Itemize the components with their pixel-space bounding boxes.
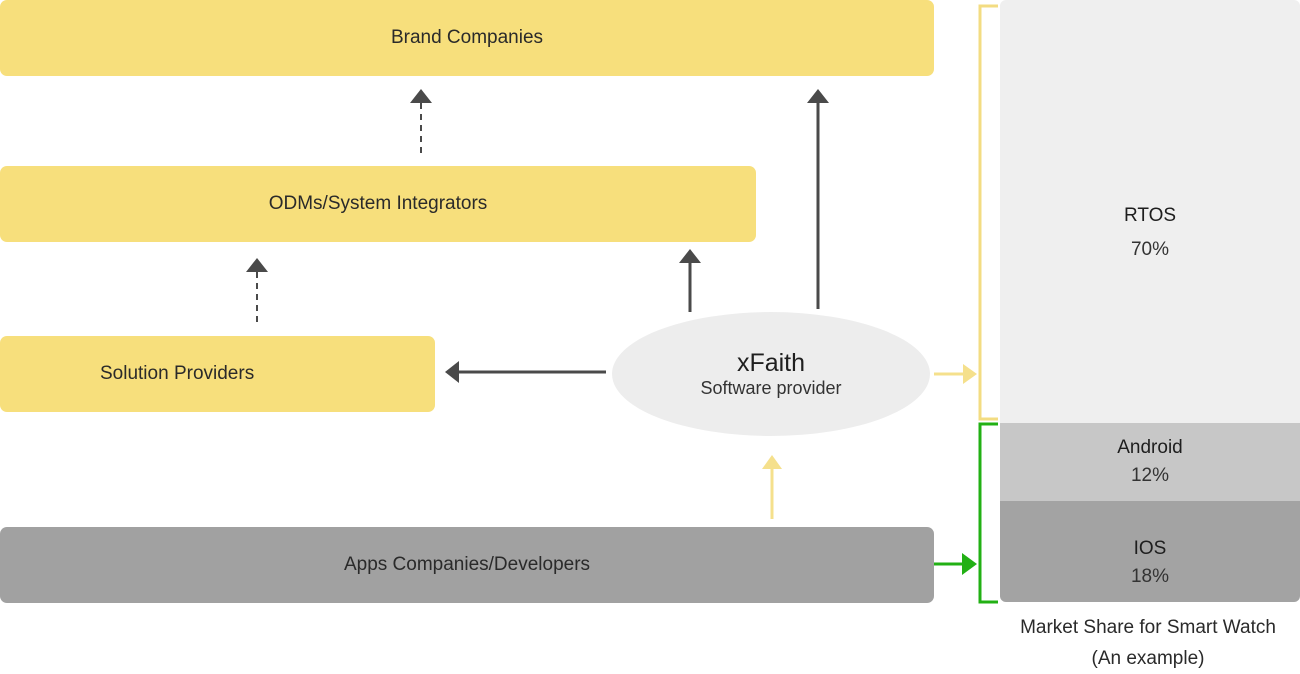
odm-system-integrators-label: ODMs/System Integrators — [268, 193, 488, 214]
market-segment-android: Android 12% — [1000, 423, 1300, 501]
segment-name-ios: IOS — [1133, 538, 1167, 559]
brand-companies-box: Brand Companies — [0, 0, 934, 76]
dashed-arrow-odm-to-brand — [410, 89, 432, 153]
arrow-apps-to-android-ios — [934, 553, 977, 575]
market-segment-ios: IOS 18% — [1000, 501, 1300, 602]
brand-companies-label: Brand Companies — [390, 27, 544, 48]
segment-percent-ios: 18% — [1130, 566, 1170, 587]
segment-name-android: Android — [1117, 437, 1183, 458]
dashed-arrow-solution-to-odm — [246, 258, 268, 322]
solution-providers-label: Solution Providers — [100, 363, 255, 384]
xfaith-name: xFaith — [736, 349, 806, 377]
apps-companies-box: Apps Companies/Developers — [0, 527, 934, 603]
xfaith-subtitle: Software provider — [700, 378, 842, 398]
segment-percent-rtos: 70% — [1130, 239, 1170, 260]
arrow-xfaith-to-brand — [807, 89, 829, 309]
arrow-apps-to-xfaith — [762, 455, 782, 519]
market-segment-rtos: RTOS 70% — [1000, 0, 1300, 423]
bracket-rtos — [978, 4, 998, 421]
arrow-xfaith-to-odm — [679, 249, 701, 312]
caption-line-2: (An example) — [1091, 648, 1205, 669]
market-share-caption: Market Share for Smart Watch (An example… — [996, 612, 1300, 674]
xfaith-node: xFaith Software provider — [612, 312, 930, 436]
caption-line-1: Market Share for Smart Watch — [1020, 617, 1276, 638]
arrow-xfaith-to-rtos — [934, 364, 977, 384]
arrow-xfaith-to-solution — [445, 361, 606, 383]
solution-providers-box: Solution Providers — [0, 336, 435, 412]
bracket-android-ios — [978, 422, 998, 604]
segment-name-rtos: RTOS — [1123, 205, 1177, 226]
apps-companies-label: Apps Companies/Developers — [343, 554, 591, 575]
segment-percent-android: 12% — [1130, 465, 1170, 486]
odm-system-integrators-box: ODMs/System Integrators — [0, 166, 756, 242]
